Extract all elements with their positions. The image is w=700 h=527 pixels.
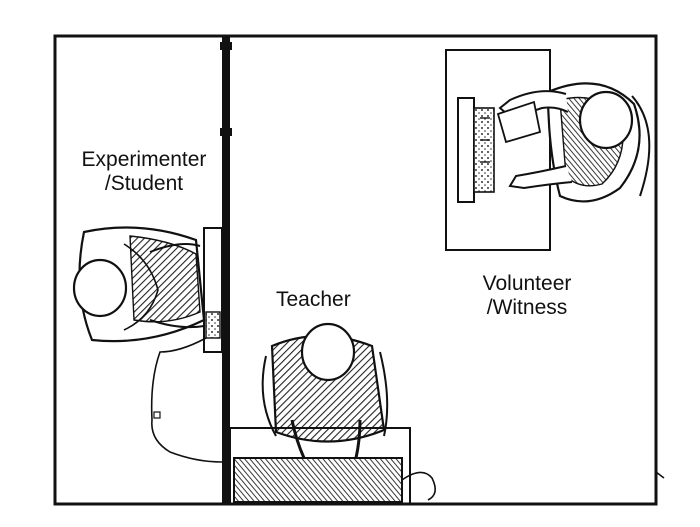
- teacher-person: [261, 322, 389, 459]
- volunteer-monitor: [457, 97, 495, 203]
- volunteer-person: [496, 82, 651, 203]
- experimenter-station: [72, 226, 223, 463]
- teacher-table: [229, 427, 411, 505]
- volunteer-table: [445, 49, 551, 251]
- experimenter-cable: [150, 337, 223, 463]
- volunteer-label-line1: Volunteer: [482, 272, 572, 295]
- volunteer-head: [578, 90, 634, 150]
- experimenter-student-label: Experimenter /Student: [56, 148, 232, 196]
- volunteer-witness-label: Volunteer /Witness: [452, 272, 602, 320]
- teacher-head: [300, 322, 356, 382]
- experimenter-person: [72, 226, 206, 343]
- experimenter-label-line1: Experimenter: [81, 148, 207, 171]
- experimenter-label-line2: /Student: [104, 172, 184, 195]
- volunteer-label-line2: /Witness: [486, 296, 568, 319]
- volunteer-station: [445, 49, 651, 251]
- teacher-station: [229, 322, 436, 505]
- experimenter-head: [72, 258, 128, 318]
- teacher-label: Teacher: [276, 288, 351, 311]
- shock-generator-panel: [233, 457, 403, 503]
- partition-wall: [220, 36, 232, 504]
